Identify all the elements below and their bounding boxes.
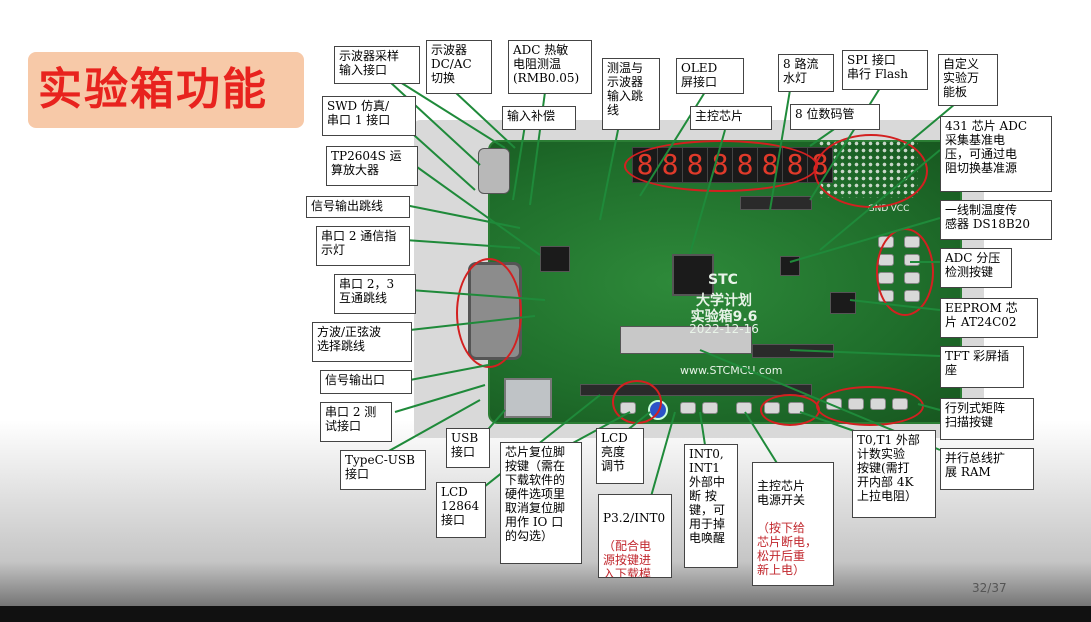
label-sig-out-jump: 信号输出跳线 [306, 196, 410, 218]
board-date: 2022-12-16 [689, 322, 759, 336]
int-key [680, 402, 696, 414]
int-key [702, 402, 718, 414]
label-seg8: 8 位数码管 [790, 104, 880, 130]
label-uart23: 串口 2，3 互通跳线 [334, 274, 416, 314]
p32-head: P3.2/INT0 [603, 511, 666, 525]
label-reset-key: 芯片复位脚 按键（需在 下载软件的 硬件选项里 取消复位脚 用作 IO 口 的勾… [500, 442, 582, 564]
vcc-label: VCC [890, 204, 910, 214]
label-adc-thermistor: ADC 热敏 电阻测温 (RMB0.05) [508, 40, 592, 94]
label-input-comp: 输入补偿 [502, 106, 576, 130]
label-adc-divider: ADC 分压 检测按键 [940, 248, 1012, 288]
eeprom-chip [830, 292, 856, 314]
label-t0t1: T0,T1 外部 计数实验 按键(需打 开内部 4K 上拉电阻） [852, 430, 936, 518]
label-oled: OLED 屏接口 [676, 58, 744, 94]
bottom-bar [0, 606, 1091, 622]
page-number: 32/37 [972, 581, 1007, 595]
power-switch-head: 主控芯片 电源开关 [757, 479, 806, 507]
p32-note: （配合电 源按键进 入下载模 式） [603, 539, 652, 578]
label-custom-board: 自定义 实验万 能板 [938, 54, 998, 106]
slide-title: 实验箱功能 [38, 64, 268, 115]
opamp-chip [540, 246, 570, 272]
label-temp-osc-jump: 测温与 示波器 输入跳 线 [602, 58, 660, 130]
label-led8: 8 路流 水灯 [778, 54, 834, 92]
bnc-connector [478, 148, 510, 194]
label-tft: TFT 彩屏插 座 [940, 346, 1024, 388]
label-matrix-keys: 行列式矩阵 扫描按键 [940, 398, 1034, 440]
label-parallel-ram: 并行总线扩 展 RAM [940, 448, 1034, 490]
lcd-connector [620, 326, 752, 354]
label-swd: SWD 仿真/ 串口 1 接口 [322, 96, 416, 136]
label-spi-flash: SPI 接口 串行 Flash [842, 50, 928, 90]
power-key [736, 402, 752, 414]
label-power-switch: 主控芯片 电源开关 （按下给 芯片断电， 松开后重 新上电） [752, 462, 834, 586]
label-lcd-bright: LCD 亮度 调节 [596, 428, 644, 484]
label-osc-sample: 示波器采样 输入接口 [334, 46, 420, 84]
label-typec: TypeC-USB 接口 [340, 450, 426, 490]
label-wave-select: 方波/正弦波 选择跳线 [312, 322, 412, 362]
label-main-chip: 主控芯片 [690, 106, 772, 130]
label-adc431: 431 芯片 ADC 采集基准电 压，可通过电 阻切换基准源 [940, 116, 1052, 192]
label-uart2-test: 串口 2 测 试接口 [320, 402, 392, 442]
label-sig-out: 信号输出口 [320, 370, 412, 394]
label-p32: P3.2/INT0 （配合电 源按键进 入下载模 式） [598, 494, 672, 578]
board-brand: STC [708, 272, 738, 288]
highlight-t0t1 [760, 394, 820, 426]
oled-header [740, 196, 812, 210]
title-box: 实验箱功能 [28, 52, 304, 128]
label-osc-dcac: 示波器 DC/AC 切换 [426, 40, 492, 94]
board-name-line1: 大学计划 [696, 293, 752, 309]
label-uart2-led: 串口 2 通信指 示灯 [316, 226, 410, 266]
highlight-db9 [456, 258, 522, 368]
main-chip [672, 254, 714, 296]
label-lcd12864: LCD 12864 接口 [436, 482, 486, 538]
label-ds18b20: 一线制温度传 感器 DS18B20 [940, 200, 1052, 240]
power-switch-note: （按下给 芯片断电， 松开后重 新上电） [757, 521, 818, 577]
label-eeprom: EEPROM 芯 片 AT24C02 [940, 298, 1038, 338]
gnd-label: GND [867, 204, 889, 214]
usb-connector [504, 378, 552, 418]
board-name-line2: 实验箱9.6 [690, 309, 758, 325]
label-opamp: TP2604S 运 算放大器 [326, 146, 418, 186]
label-usb: USB 接口 [446, 428, 490, 468]
label-int01: INT0, INT1 外部中 断 按 键，可 用于掉 电唤醒 [684, 444, 738, 568]
